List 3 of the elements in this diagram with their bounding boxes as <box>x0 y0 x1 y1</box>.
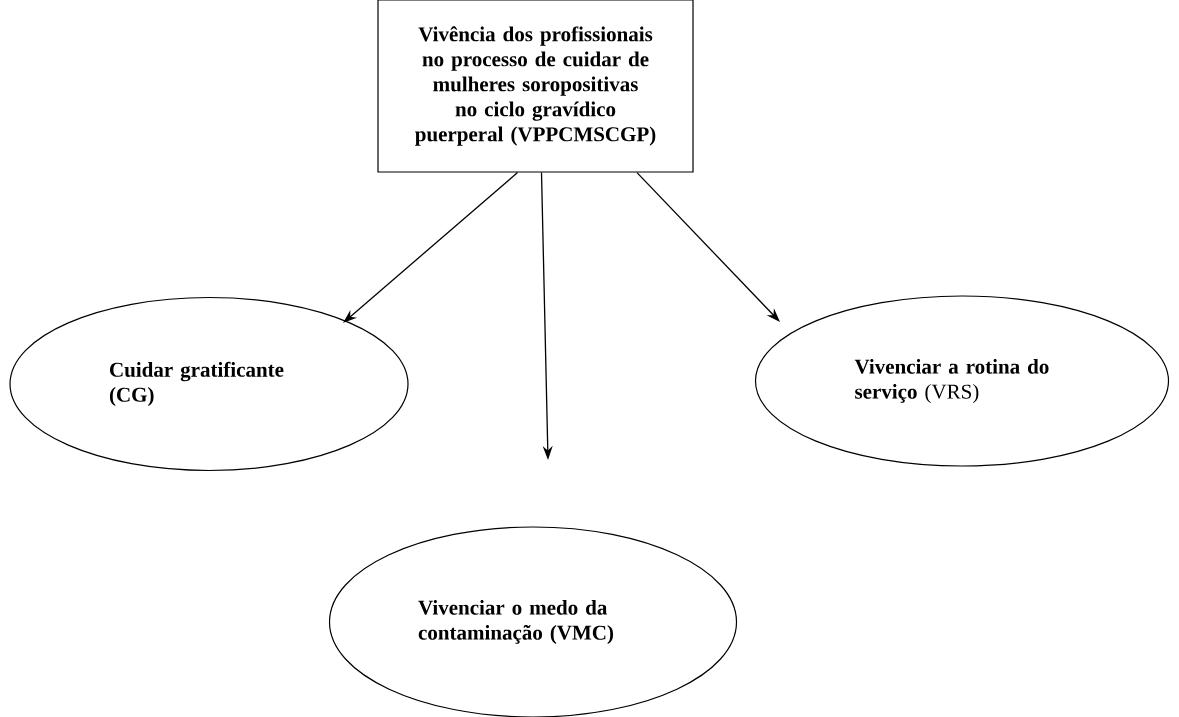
arrow <box>636 171 780 322</box>
arrow <box>343 171 519 323</box>
title-box: Vivência dos profissionais no processo de cuidar de mulheres soropositivas no ciclo gravídico puerperal (VPPCMSCGP) <box>377 0 694 173</box>
